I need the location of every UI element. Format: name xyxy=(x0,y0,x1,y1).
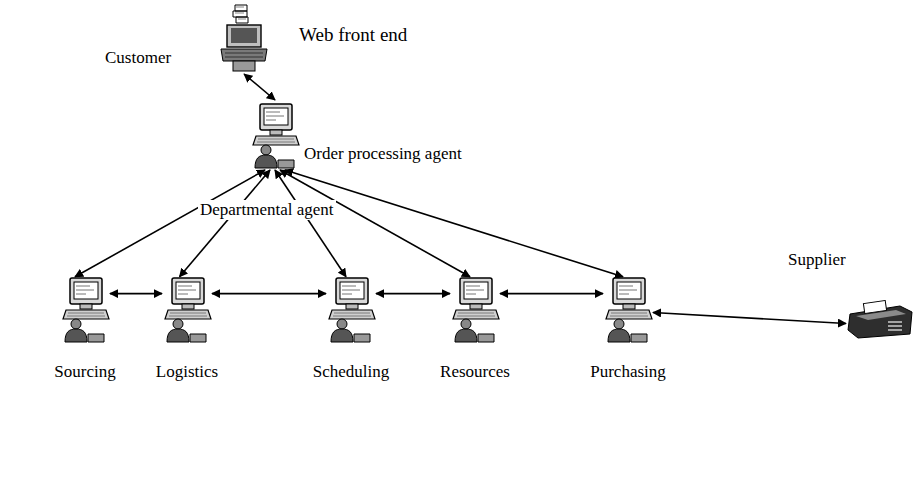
connector-arrow xyxy=(500,293,603,295)
node-label: Resources xyxy=(440,362,510,382)
computer-icon xyxy=(162,274,212,344)
connector-arrow xyxy=(180,170,271,277)
computer-icon xyxy=(219,2,269,74)
node-label: Scheduling xyxy=(313,362,390,382)
computer-icon xyxy=(326,274,376,344)
computer-icon xyxy=(450,274,500,344)
connector-arrow xyxy=(244,74,275,100)
node-label: Customer xyxy=(105,48,171,68)
customer-node: Customer Web front end xyxy=(105,2,407,74)
agent-node: Logistics xyxy=(156,274,218,382)
node-label: Sourcing xyxy=(54,362,115,382)
connector-arrow xyxy=(285,170,623,277)
group-label: Departmental agent xyxy=(198,200,336,220)
agent-node: Order processing agent xyxy=(250,100,462,170)
node-label: Purchasing xyxy=(590,362,666,382)
agent-node: Scheduling xyxy=(313,274,390,382)
connector-arrow xyxy=(212,293,326,295)
connector-arrow xyxy=(376,293,450,295)
connector-arrow xyxy=(280,170,470,277)
connector-arrow xyxy=(75,170,265,277)
agent-node: Resources xyxy=(440,274,510,382)
agent-node: Sourcing xyxy=(54,274,115,382)
computer-icon xyxy=(603,274,653,344)
connector-arrow xyxy=(653,313,846,324)
agent-node: Supplier xyxy=(788,250,916,340)
connector-arrow xyxy=(110,293,162,295)
computer-icon xyxy=(250,100,300,170)
fax-icon xyxy=(846,300,916,340)
node-label: Supplier xyxy=(788,250,916,270)
computer-icon xyxy=(60,274,110,344)
agent-node: Purchasing xyxy=(590,274,666,382)
node-label: Logistics xyxy=(156,362,218,382)
node-label: Web front end xyxy=(299,24,407,46)
node-label: Order processing agent xyxy=(304,144,462,164)
